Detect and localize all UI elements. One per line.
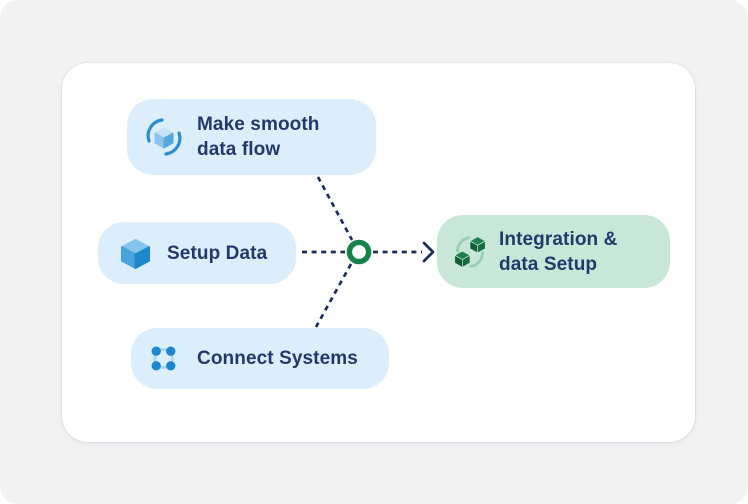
- node-setup-data: Setup Data: [98, 222, 296, 284]
- node-label-setup-data: Setup Data: [167, 241, 267, 266]
- green-cube-top-right: [469, 235, 486, 253]
- node-label-line: Setup Data: [167, 242, 268, 264]
- node-label-make-smooth: Make smooth data flow: [197, 112, 320, 162]
- sync-cube-icon: [146, 118, 182, 156]
- node-integration-data-setup: Integration & data Setup: [437, 215, 670, 288]
- node-connect-systems: Connect Systems: [131, 328, 389, 389]
- node-label-integration: Integration & data Setup: [499, 227, 617, 277]
- node-label-connect-systems: Connect Systems: [197, 346, 358, 371]
- node-label-line: Make smooth: [197, 114, 320, 135]
- green-cube-bottom-left: [454, 250, 471, 268]
- node-label-line: Integration &: [499, 228, 618, 250]
- integration-sync-cubes-icon: [454, 235, 486, 268]
- cube-icon: [120, 238, 151, 269]
- node-make-smooth-data-flow: Make smooth data flow: [127, 99, 376, 175]
- node-label-line: data Setup: [499, 253, 598, 275]
- node-label-line: Connect Systems: [197, 348, 358, 369]
- connected-nodes-icon: [151, 346, 176, 371]
- node-label-line: data flow: [197, 139, 281, 160]
